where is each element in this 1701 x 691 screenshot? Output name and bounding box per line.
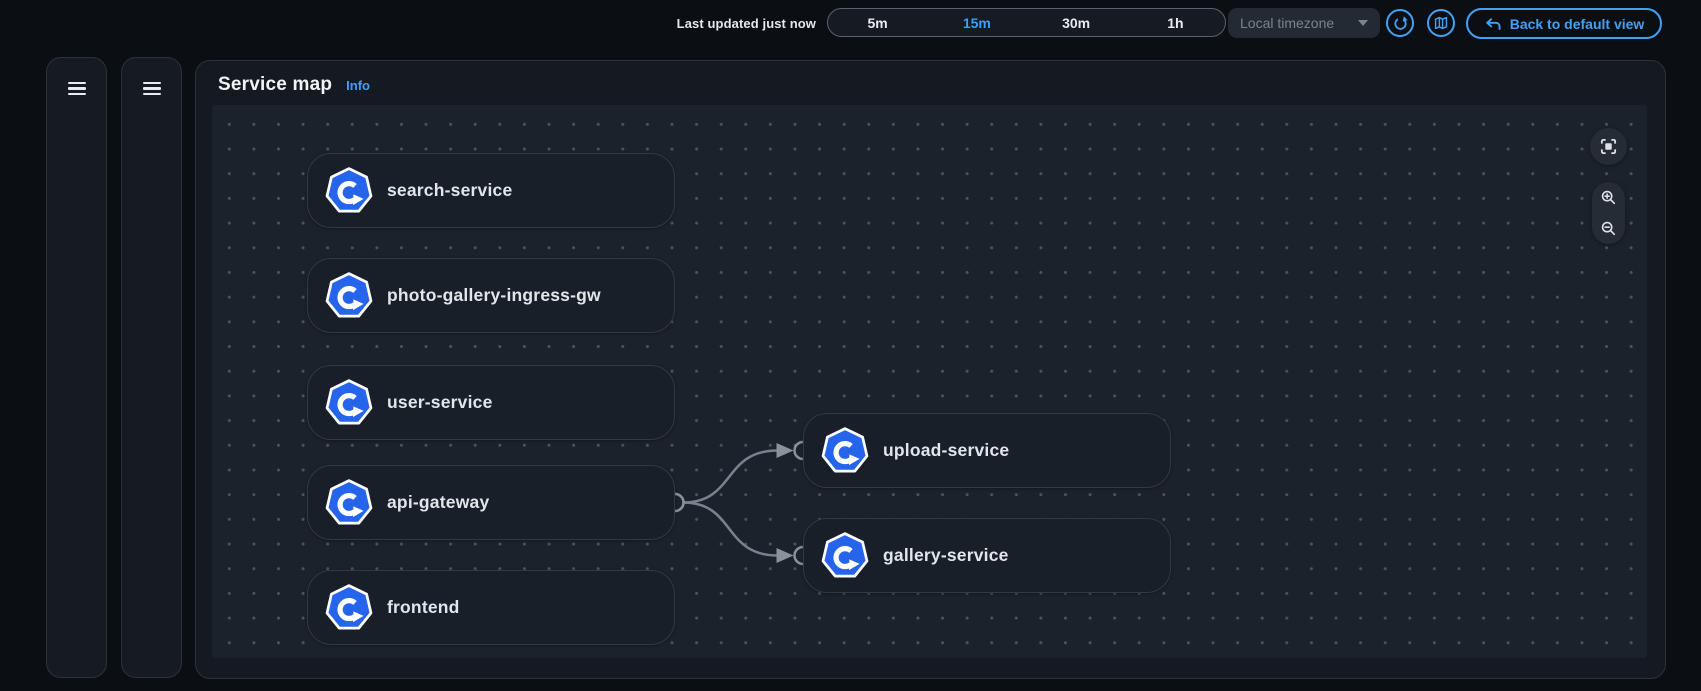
service-node-label: search-service xyxy=(387,180,513,200)
service-node-label: user-service xyxy=(387,392,493,412)
kubernetes-service-icon xyxy=(821,426,869,472)
zoom-out-button[interactable] xyxy=(1592,213,1625,244)
service-node-label: upload-service xyxy=(883,440,1010,460)
last-updated-label: Last updated just now xyxy=(676,15,816,31)
zoom-controls xyxy=(1592,182,1625,244)
timezone-select[interactable]: Local timezone xyxy=(1228,8,1380,38)
panel-header: Service map Info xyxy=(218,74,370,96)
refresh-icon xyxy=(1393,15,1408,30)
service-node-gallery-service[interactable]: gallery-service xyxy=(803,518,1171,593)
menu-button-2[interactable] xyxy=(142,82,161,98)
kubernetes-service-icon xyxy=(821,531,869,577)
kubernetes-service-icon xyxy=(325,166,373,212)
fit-to-screen-icon xyxy=(1600,138,1617,155)
time-range-1h[interactable]: 1h xyxy=(1167,14,1184,31)
time-range-15m[interactable]: 15m xyxy=(962,14,991,31)
map-view-button[interactable] xyxy=(1427,9,1455,37)
service-node-api-gateway[interactable]: api-gateway xyxy=(307,465,675,540)
collapsed-sidebar-1 xyxy=(46,57,107,678)
back-to-default-view-button[interactable]: Back to default view xyxy=(1466,8,1662,39)
zoom-out-icon xyxy=(1601,221,1616,236)
service-node-upload-service[interactable]: upload-service xyxy=(803,413,1171,488)
service-node-photo-gallery-ingress-gw[interactable]: photo-gallery-ingress-gw xyxy=(307,258,675,333)
service-node-label: photo-gallery-ingress-gw xyxy=(387,285,601,305)
topbar: Last updated just now 5m 15m 30m 1h Local t… xyxy=(0,0,1701,46)
refresh-button[interactable] xyxy=(1386,9,1414,37)
page-title: Service map xyxy=(218,74,333,95)
menu-button-1[interactable] xyxy=(67,82,86,98)
kubernetes-service-icon xyxy=(325,478,373,524)
back-to-default-view-label: Back to default view xyxy=(1509,15,1645,32)
timezone-select-value: Local timezone xyxy=(1240,15,1335,31)
undo-arrow-icon xyxy=(1485,17,1501,30)
service-node-label: api-gateway xyxy=(387,492,490,512)
zoom-in-icon xyxy=(1601,190,1616,205)
kubernetes-service-icon xyxy=(325,271,373,317)
info-link[interactable]: Info xyxy=(346,78,370,93)
collapsed-sidebar-2 xyxy=(121,57,182,678)
service-node-frontend[interactable]: frontend xyxy=(307,570,675,645)
chevron-down-icon xyxy=(1358,20,1368,26)
time-range-5m[interactable]: 5m xyxy=(867,14,888,31)
time-range-control: 5m 15m 30m 1h xyxy=(827,8,1226,37)
fit-to-screen-button[interactable] xyxy=(1590,128,1627,165)
kubernetes-service-icon xyxy=(325,583,373,629)
service-node-label: frontend xyxy=(387,597,460,617)
zoom-in-button[interactable] xyxy=(1592,182,1625,213)
time-range-30m[interactable]: 30m xyxy=(1062,14,1091,31)
service-node-label: gallery-service xyxy=(883,545,1009,565)
kubernetes-service-icon xyxy=(325,378,373,424)
service-node-user-service[interactable]: user-service xyxy=(307,365,675,440)
service-node-search-service[interactable]: search-service xyxy=(307,153,675,228)
map-icon xyxy=(1434,16,1448,30)
